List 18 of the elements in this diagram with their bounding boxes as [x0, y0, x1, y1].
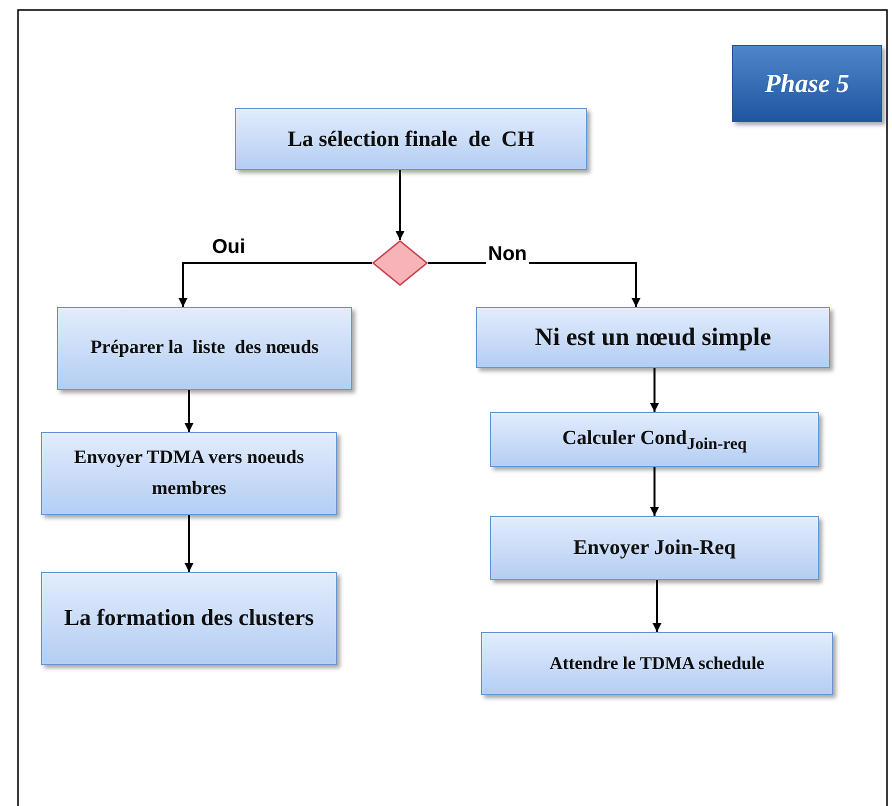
process-box: Calculer Cond$_{Join-req}$	[490, 412, 819, 467]
diamond-node	[372, 240, 428, 286]
process-box: Préparer la liste des nœuds	[57, 307, 352, 390]
edge-label: Non	[486, 243, 529, 265]
process-box: Ni est un nœud simple	[476, 307, 830, 368]
process-box: La sélection finale de CH	[235, 108, 587, 170]
arrow	[184, 515, 194, 572]
phase-badge: Phase 5	[732, 45, 882, 122]
arrow	[178, 262, 372, 307]
process-box: Attendre le TDMA schedule	[481, 632, 833, 695]
process-box: Envoyer Join-Req	[490, 516, 819, 580]
arrow	[650, 467, 659, 516]
process-box: La formation des clusters	[41, 572, 337, 665]
arrow	[652, 580, 662, 632]
arrow	[650, 368, 659, 412]
process-box: Envoyer TDMA vers noeuds membres	[41, 432, 337, 515]
arrow	[184, 390, 194, 432]
arrow	[396, 170, 404, 240]
